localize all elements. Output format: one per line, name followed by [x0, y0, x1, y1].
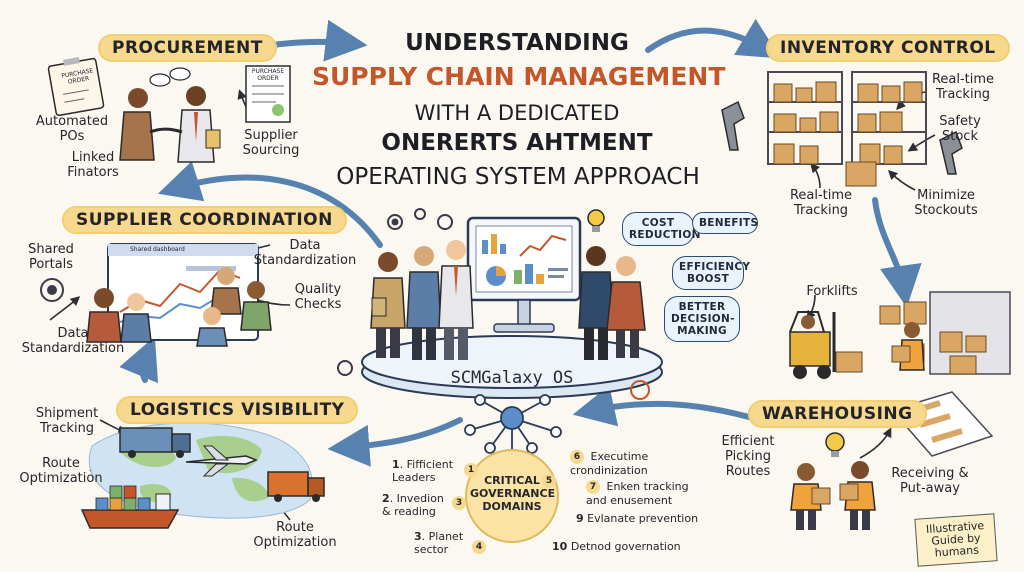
arrow-inventory-to-warehouse: [872, 197, 922, 308]
warehouse-scene: [789, 291, 1011, 530]
governance-badge-1-text: 1: [464, 462, 478, 477]
governance-item-1: 1. Fifficient Leaders: [392, 458, 454, 484]
governance-center-label: CRITICAL GOVERNANCE DOMAINS: [470, 474, 556, 513]
bubble-cost-reduction: COST REDUCTION: [622, 212, 700, 246]
warehousing-heading: WAREHOUSING: [748, 400, 927, 428]
supplier-label-data-standardization-2: Data Standardization: [21, 326, 125, 356]
governance-item-7: 7 Enken tracking and enusement: [586, 480, 696, 507]
arrow-title-to-inventory: [645, 18, 781, 59]
governance-number-1: 1: [392, 458, 400, 471]
center-team: [370, 240, 646, 360]
governance-text-2: Invedion & reading: [382, 492, 444, 518]
warehousing-label-forklifts: Forklifts: [806, 284, 858, 299]
bubble-better-decision-making: BETTER DECISION-MAKING: [664, 296, 740, 342]
governance-text-6: Executime crondinization: [570, 450, 649, 477]
governance-item-3: 3. Planet sector: [414, 530, 464, 556]
inventory-label-minimize-stockouts: Minimize Stockouts: [914, 188, 978, 218]
governance-badge-1: 1: [464, 459, 481, 478]
inventory-scene: [721, 71, 963, 187]
title-line-3: WITH A DEDICATED: [414, 101, 620, 125]
governance-badge-4: 4: [472, 536, 489, 555]
central-platform: [361, 216, 663, 399]
arrow-warehouse-to-hub: [572, 385, 763, 427]
lightbulb-icons: [587, 209, 845, 457]
arrow-center-to-supplier: [157, 161, 383, 248]
network-hub: [464, 394, 562, 456]
governance-number-3: 3: [414, 530, 422, 543]
logistics-scene: [80, 422, 325, 529]
arrow-logistics-to-supplier: [119, 336, 159, 384]
governance-number-9: 9: [576, 512, 584, 525]
inventory-label-safety-stock: Safety Stock: [939, 114, 981, 144]
governance-item-2: 2. Invedion & reading: [382, 492, 444, 518]
governance-item-6: 6 Executime crondinization: [570, 450, 680, 477]
governance-text-9: Evlanate prevention: [587, 512, 699, 525]
governance-badge-3: 3: [452, 492, 469, 511]
bubble-efficiency-boost: EFFICIENCY BOOST: [672, 256, 750, 290]
title-line-2: SUPPLY CHAIN MANAGEMENT: [312, 62, 726, 91]
purchase-order-doc-text: PURCHASE ORDER: [251, 68, 285, 82]
illustrative-guide-note: Illustrative Guide by humans: [914, 513, 998, 567]
governance-number-10: 10: [552, 540, 568, 553]
warehousing-label-receiving: Receiving & Put-away: [891, 466, 969, 496]
governance-text-3: Planet sector: [414, 530, 464, 556]
warehousing-label-picking-routes: Efficient Picking Routes: [721, 434, 775, 479]
inventory-label-realtime-tracking-1: Real-time Tracking: [931, 72, 995, 102]
platform-label: SCMGalaxy OS: [450, 368, 574, 388]
governance-circle: [465, 449, 559, 543]
supplier-label-shared-portals: Shared Portals: [28, 242, 74, 272]
procurement-scene: [47, 57, 291, 163]
procurement-label-linked-finators: Linked Finators: [67, 150, 119, 180]
supplier-label-quality-checks: Quality Checks: [294, 282, 342, 312]
governance-text-1: Fifficient Leaders: [392, 458, 454, 484]
governance-badge-5-text: 5: [542, 473, 556, 488]
supplier-label-data-standardization-1: Data Standardization: [253, 238, 357, 268]
supplier-scene: [86, 243, 272, 347]
governance-number-7: 7: [586, 480, 600, 494]
title-line-4: ONERERTS AHTMENT: [381, 130, 653, 156]
procurement-heading: PROCUREMENT: [98, 34, 277, 62]
inventory-label-realtime-tracking-2: Real-time Tracking: [789, 188, 853, 218]
supplier-screen-text: Shared dashboard: [130, 246, 185, 253]
governance-badge-4-text: 4: [472, 539, 486, 554]
flow-arrows: [119, 18, 922, 467]
bubble-benefits: BENEFITS: [692, 212, 758, 234]
governance-item-9: 9 Evlanate prevention: [576, 512, 716, 525]
logistics-heading: LOGISTICS VISIBILITY: [116, 396, 359, 424]
logistics-label-route-optimization-2: Route Optimization: [253, 520, 337, 550]
governance-number-6: 6: [570, 450, 584, 464]
governance-text-7: Enken tracking and enusement: [586, 480, 689, 507]
governance-badge-5: 5: [542, 470, 559, 489]
governance-item-10: 10 Detnod governation: [552, 540, 692, 553]
governance-text-10: Detnod governation: [570, 540, 681, 553]
governance-badge-3-text: 3: [452, 495, 466, 510]
logistics-label-shipment-tracking: Shipment Tracking: [35, 406, 99, 436]
inventory-heading: INVENTORY CONTROL: [766, 34, 1010, 62]
title-line-5: OPERATING SYSTEM APPROACH: [336, 164, 700, 190]
title-line-1: UNDERSTANDING: [405, 30, 629, 56]
gear-icons: [40, 208, 650, 400]
arrow-hub-to-logistics: [327, 417, 463, 467]
logistics-label-route-optimization-1: Route Optimization: [19, 456, 103, 486]
supplier-heading: SUPPLIER COORDINATION: [62, 206, 347, 234]
procurement-label-supplier-sourcing: Supplier Sourcing: [242, 128, 300, 158]
procurement-label-automated-pos: Automated POs: [35, 114, 109, 144]
governance-number-2: 2: [382, 492, 390, 505]
